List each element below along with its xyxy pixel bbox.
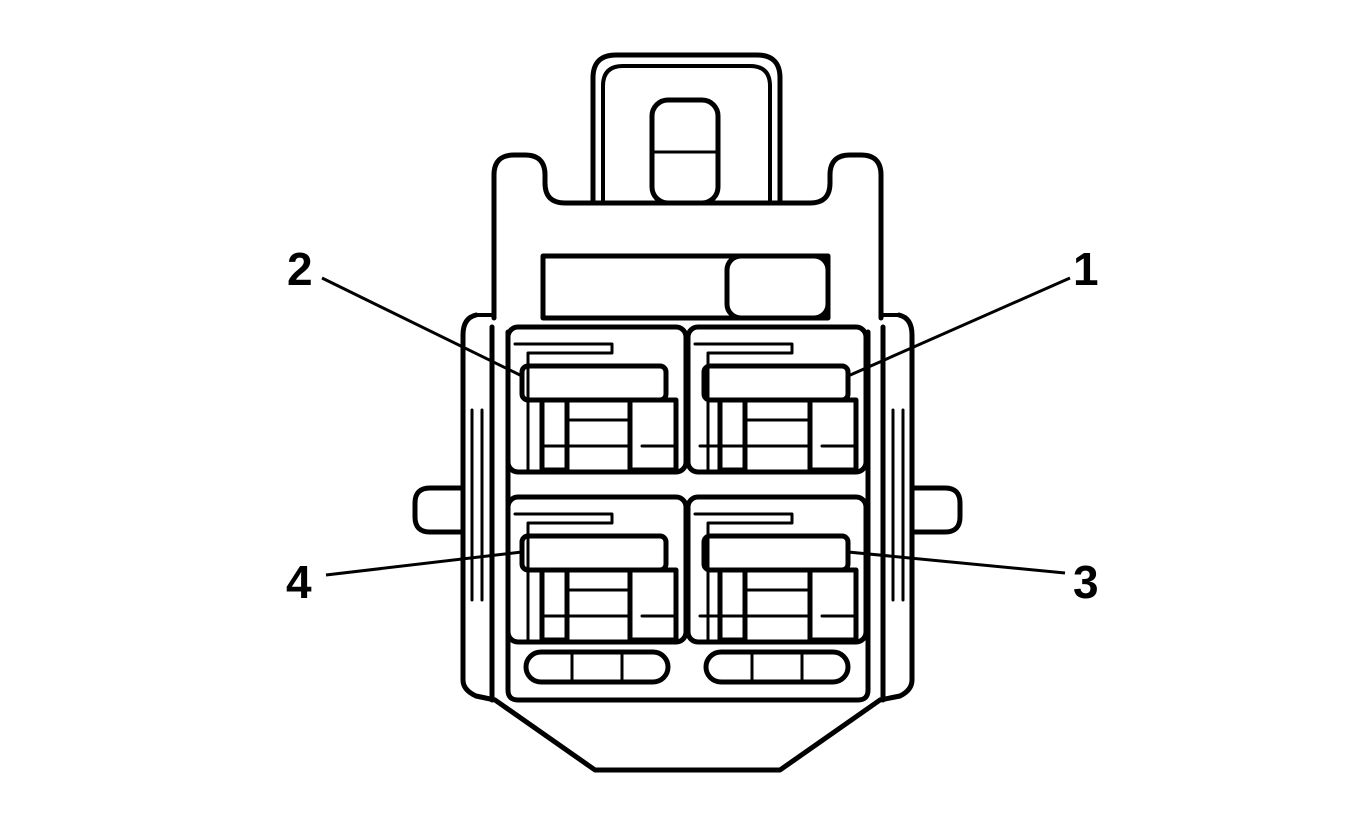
pin-label-2: 2 <box>287 243 313 295</box>
leader-line-pin-3 <box>847 550 1066 575</box>
leader-line-pin-2 <box>321 276 523 378</box>
leader-line-pin-4 <box>325 550 523 577</box>
pin-label-4: 4 <box>286 556 312 608</box>
latch-tab <box>590 52 783 206</box>
pin-label-1: 1 <box>1073 243 1099 295</box>
cavity-lower-left <box>505 494 689 645</box>
leader-line-pin-1 <box>847 276 1071 378</box>
bottom-slots <box>523 649 851 685</box>
connector-housing <box>412 152 963 773</box>
pin-label-3: 3 <box>1073 556 1099 608</box>
cavity-upper-left <box>505 324 689 475</box>
cavity-upper-right <box>685 324 869 475</box>
cavity-lower-right <box>685 494 869 645</box>
